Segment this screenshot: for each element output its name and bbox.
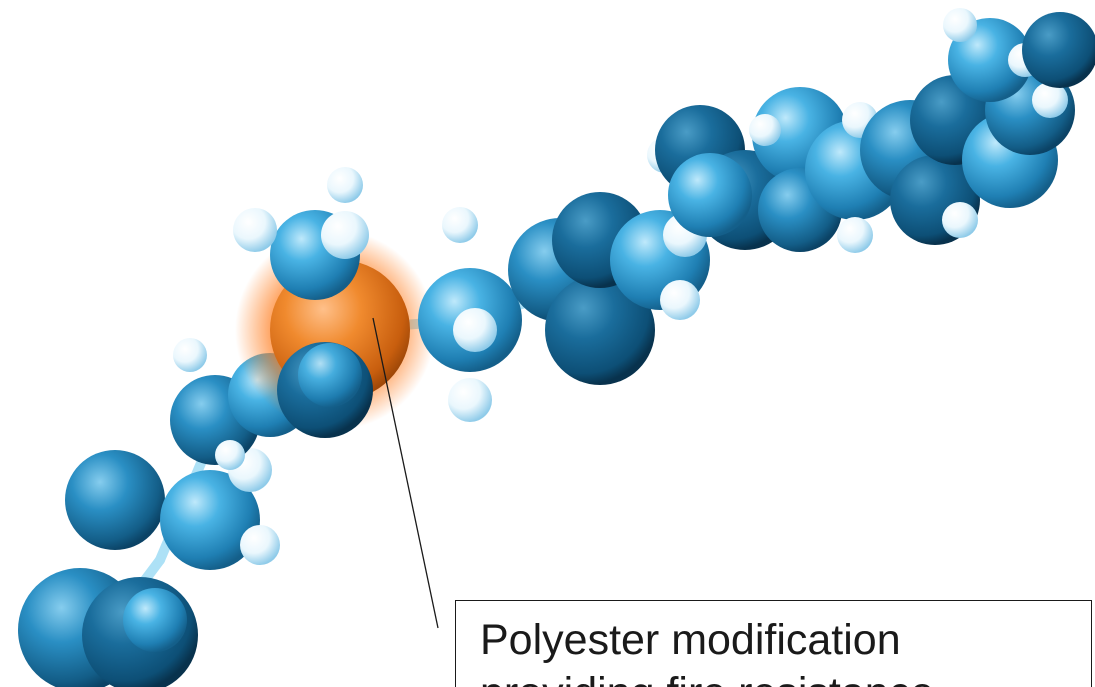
atom-cluster-middle xyxy=(418,105,795,422)
atom-hydrogen xyxy=(327,167,363,203)
atom-hydrogen xyxy=(240,525,280,565)
atom-carbon xyxy=(668,153,752,237)
atom-carbon xyxy=(123,588,187,652)
atom-hydrogen xyxy=(448,378,492,422)
atom-hydrogen xyxy=(233,208,277,252)
callout-box: Polyester modification providing fire re… xyxy=(455,600,1092,687)
atom-hydrogen xyxy=(660,280,700,320)
atom-hydrogen xyxy=(442,207,478,243)
atom-carbon xyxy=(160,470,260,570)
atom-hydrogen xyxy=(173,338,207,372)
atom-carbon xyxy=(298,343,362,407)
atom-cluster-right xyxy=(749,8,1095,253)
atom-hydrogen xyxy=(453,308,497,352)
leader-line xyxy=(372,317,439,629)
atom-hydrogen xyxy=(321,211,369,259)
atom-carbon xyxy=(65,450,165,550)
atom-hydrogen xyxy=(942,202,978,238)
atom-hydrogen xyxy=(837,217,873,253)
atom-hydrogen xyxy=(749,114,781,146)
highlight-group xyxy=(233,167,435,438)
atom-carbon xyxy=(545,275,655,385)
atom-hydrogen xyxy=(943,8,977,42)
atom-carbon xyxy=(1022,12,1095,88)
callout-text: Polyester modification providing fire re… xyxy=(480,616,934,687)
atom-hydrogen xyxy=(1032,82,1068,118)
atom-hydrogen xyxy=(215,440,245,470)
